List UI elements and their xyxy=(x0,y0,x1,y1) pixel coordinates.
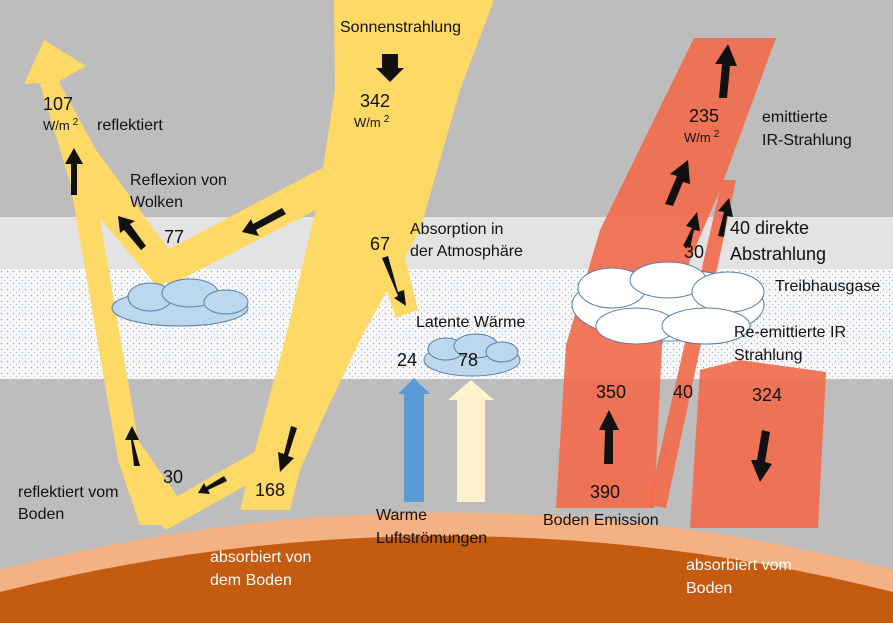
label-sun-value: 342 xyxy=(360,91,390,111)
arrow-ir-rise xyxy=(665,160,690,206)
arrow-reflect-up-1 xyxy=(65,148,83,195)
label-sun: Sonnenstrahlung xyxy=(340,19,461,36)
label-ground-absorbed-1: absorbiert von xyxy=(210,549,311,566)
label-reflected: reflektiert xyxy=(97,117,163,134)
arrow-cloud-reflect xyxy=(118,216,146,250)
arrow-ground-reflect-up xyxy=(125,426,140,466)
arrow-atmos-absorb xyxy=(382,256,406,306)
arrow-back-down xyxy=(751,430,772,482)
arrow-cloud-in xyxy=(242,208,286,236)
label-back-radiation-value: 324 xyxy=(752,385,782,405)
arrow-sun-down xyxy=(376,54,404,82)
label-ground-absorbed-2: dem Boden xyxy=(210,572,292,589)
label-greenhouse: Treibhausgase xyxy=(775,278,880,295)
latent-heat-arrow xyxy=(448,380,494,502)
label-surface-emission-value: 390 xyxy=(590,482,620,502)
back-radiation xyxy=(690,360,826,528)
label-cloud-reflection-value: 77 xyxy=(164,227,184,247)
arrow-direct xyxy=(718,198,733,237)
label-ground-reflect-value: 30 xyxy=(163,467,183,487)
arrow-ground-absorb xyxy=(278,426,297,472)
arrow-window xyxy=(683,212,700,248)
label-ground-reflect-2: Boden xyxy=(18,506,64,523)
label-emitted-1: emittierte xyxy=(762,109,828,126)
thermal-arrow xyxy=(398,378,430,502)
label-reflected-value: 107 xyxy=(43,94,73,114)
label-direct-up-value: 40 xyxy=(673,382,693,402)
label-reemitted-1: Re-emittierte IR xyxy=(734,324,846,341)
cloud-greenhouse xyxy=(571,261,765,345)
incoming-solar-beam xyxy=(240,0,494,510)
reflected-arrowhead xyxy=(24,40,86,84)
label-latent: Latente Wärme xyxy=(416,314,525,331)
label-ground-reflect-1: reflektiert vom xyxy=(18,484,118,501)
label-direct-1: 40 direkte xyxy=(730,218,809,238)
direct-ir-beam xyxy=(648,180,736,508)
cloud-reflection-branch xyxy=(145,168,326,285)
label-ground-absorbed-value: 168 xyxy=(255,480,285,500)
cloud-latent xyxy=(423,333,521,377)
label-cloud-reflection-2: Wolken xyxy=(130,194,183,211)
label-emitted-value: 235 xyxy=(689,106,719,126)
label-emitted-2: IR-Strahlung xyxy=(762,132,852,149)
arrow-surface-up xyxy=(599,410,619,464)
ground-reflection-branch xyxy=(70,182,180,525)
label-absorbed-ground-1: absorbiert vom xyxy=(686,557,792,574)
label-latent-value: 78 xyxy=(458,350,478,370)
ground xyxy=(0,536,893,623)
direction-arrows xyxy=(65,44,772,494)
label-surface-up-value: 350 xyxy=(596,382,626,402)
label-atmos-value: 67 xyxy=(370,234,390,254)
arrow-ir-out xyxy=(715,44,737,98)
solar-flows xyxy=(24,0,494,530)
label-atmos-1: Absorption in xyxy=(410,221,503,238)
reflected-branch xyxy=(40,80,178,290)
label-warm-air-2: Luftströmungen xyxy=(376,530,487,547)
label-surface-emission: Boden Emission xyxy=(543,512,659,529)
cloud-left xyxy=(111,278,249,327)
label-thermal-value: 24 xyxy=(397,350,417,370)
label-atmos-2: der Atmosphäre xyxy=(410,243,523,260)
label-warm-air-1: Warme xyxy=(376,507,427,524)
label-reemitted-2: Strahlung xyxy=(734,347,803,364)
arrow-ground-reflect-out xyxy=(198,476,227,494)
label-absorbed-ground-2: Boden xyxy=(686,580,732,597)
label-window-value: 30 xyxy=(684,242,704,262)
label-direct-2: Abstrahlung xyxy=(730,244,826,264)
label-cloud-reflection-1: Reflexion von xyxy=(130,172,227,189)
ground-reflection-up-branch xyxy=(150,450,270,530)
